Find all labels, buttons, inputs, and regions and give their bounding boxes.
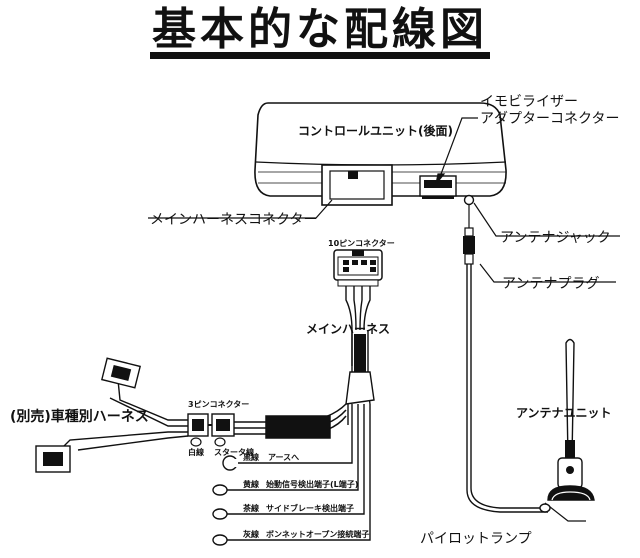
three-pin-connector-label: 3ピンコネクター bbox=[188, 400, 250, 409]
gray-wire-terminal bbox=[212, 534, 228, 546]
gray-wire-desc: ボンネットオープン接続端子 bbox=[266, 530, 370, 539]
antenna-unit bbox=[539, 338, 595, 513]
antenna-plug-and-cable bbox=[463, 205, 548, 513]
antenna-unit-label: アンテナユニット bbox=[516, 406, 612, 420]
brown-wire-desc: サイドブレーキ検出端子 bbox=[266, 504, 354, 513]
ten-pin-connector bbox=[333, 249, 383, 287]
white-wire-label: 白線 bbox=[188, 448, 204, 457]
vehicle-harness bbox=[35, 357, 189, 473]
immobilizer-connector-label-line2: アダプターコネクター bbox=[480, 111, 620, 127]
terminal-wires bbox=[226, 404, 371, 541]
gray-wire-color: 灰線 bbox=[243, 530, 259, 539]
yellow-wire-desc: 始動信号検出端子(L端子) bbox=[266, 480, 359, 489]
ground-terminal bbox=[222, 455, 238, 471]
ten-pin-connector-label: 10ピンコネクター bbox=[328, 239, 395, 248]
three-pin-connector bbox=[187, 413, 235, 447]
pilot-lamp-label: パイロットランプ bbox=[420, 531, 532, 547]
black-wire-color: 黒線 bbox=[243, 453, 259, 462]
control-unit-label: コントロールユニット(後面) bbox=[298, 124, 453, 138]
harness-branch bbox=[234, 403, 347, 439]
main-harness-connector-label: メインハーネスコネクター bbox=[150, 212, 318, 228]
black-wire-desc: アースへ bbox=[268, 453, 300, 462]
starter-wire-label: スタータ線 bbox=[214, 448, 254, 457]
title-underline bbox=[150, 52, 490, 59]
antenna-jack-socket bbox=[463, 194, 475, 206]
immobilizer-connector-label-line1: イモビライザー bbox=[480, 94, 578, 110]
vehicle-harness-label: (別売)車種別ハーネス bbox=[10, 409, 149, 425]
main-harness-label: メインハーネス bbox=[306, 322, 391, 336]
yellow-wire-color: 黄線 bbox=[243, 480, 259, 489]
antenna-jack-label: アンテナジャック bbox=[500, 230, 611, 246]
page-title: 基本的な配線図 bbox=[152, 4, 488, 55]
main-harness-bundle bbox=[345, 286, 375, 425]
brown-wire-color: 茶線 bbox=[243, 504, 259, 513]
antenna-plug-label: アンテナプラグ bbox=[502, 276, 600, 292]
immobilizer-adapter-connector bbox=[419, 175, 457, 199]
brown-wire-terminal bbox=[212, 508, 228, 520]
leader-lines bbox=[148, 117, 620, 522]
main-harness-connector-socket bbox=[321, 164, 393, 206]
immobilizer-connector-label: イモビライザー アダプターコネクター bbox=[480, 94, 619, 128]
yellow-wire-terminal bbox=[212, 484, 228, 496]
